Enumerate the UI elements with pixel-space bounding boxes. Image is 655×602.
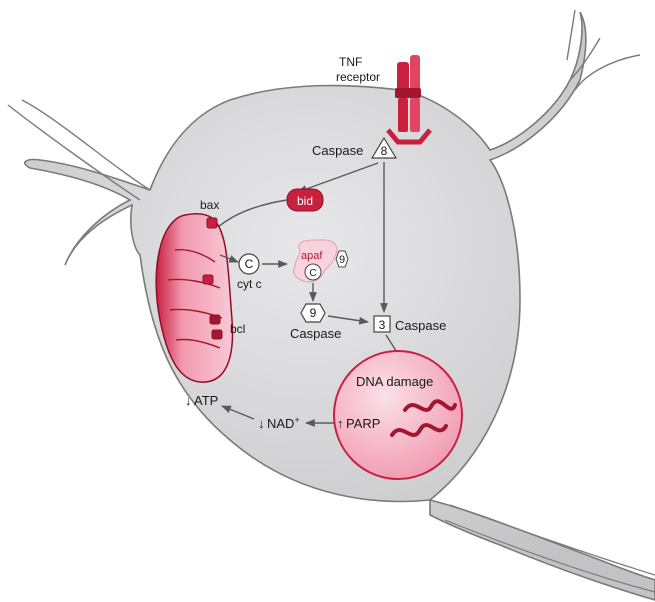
nad-label: NAD+: [267, 415, 300, 431]
caspase-3-symbol: 3: [373, 315, 391, 333]
atp-down-arrow: ↓: [185, 393, 192, 408]
bcl-marker-2: [209, 314, 221, 325]
arrow-nad-to-atp: [221, 405, 255, 420]
caspase-3-label: Caspase: [395, 318, 446, 333]
bid-protein: bid: [286, 188, 324, 212]
cyt-c-label: cyt c: [237, 277, 262, 291]
arrow-mito-to-cytc: [219, 254, 239, 263]
cyt-c-symbol: C: [238, 253, 260, 275]
parp-label: PARP: [346, 416, 380, 431]
caspase-9-symbol: 9: [300, 303, 326, 323]
caspase-9-label: Caspase: [290, 326, 341, 341]
caspase-3-number: 3: [379, 318, 386, 332]
nucleus: [333, 350, 463, 480]
bcl-marker-3: [211, 329, 223, 340]
caspase-9-number: 9: [310, 306, 317, 320]
arrow-caspase8-to-bid: [297, 162, 379, 193]
apaf-c-letter: C: [309, 268, 316, 279]
arrow-bid-to-bax: [216, 199, 288, 229]
caspase-8-label: Caspase: [312, 143, 363, 158]
bcl-marker-1: [202, 274, 214, 285]
caspase-8-symbol: 8: [370, 136, 398, 159]
mitochondrion: [155, 213, 234, 383]
parp-up-arrow: ↑: [337, 416, 344, 431]
tnf-receptor: [386, 55, 432, 145]
bax-marker: [206, 217, 218, 229]
bcl-label: bcl: [230, 322, 245, 336]
arrow-caspase9-to-caspase3: [327, 315, 369, 325]
atp-label: ATP: [194, 393, 218, 408]
neuron-cell: [7, 9, 655, 601]
apaf-complex: apaf 9 C: [293, 239, 349, 283]
dna-damage-label: DNA damage: [356, 374, 433, 389]
nad-down-arrow: ↓: [258, 416, 265, 431]
tnf-label-line2: receptor: [336, 70, 380, 84]
apaf-caspase-9-number: 9: [339, 254, 345, 266]
bax-label: bax: [200, 198, 219, 212]
apaf-label: apaf: [301, 250, 323, 262]
bid-label: bid: [297, 194, 313, 208]
tnf-label-line1: TNF: [339, 55, 362, 69]
cyt-c-letter: C: [245, 257, 254, 271]
caspase-8-number: 8: [381, 144, 388, 158]
